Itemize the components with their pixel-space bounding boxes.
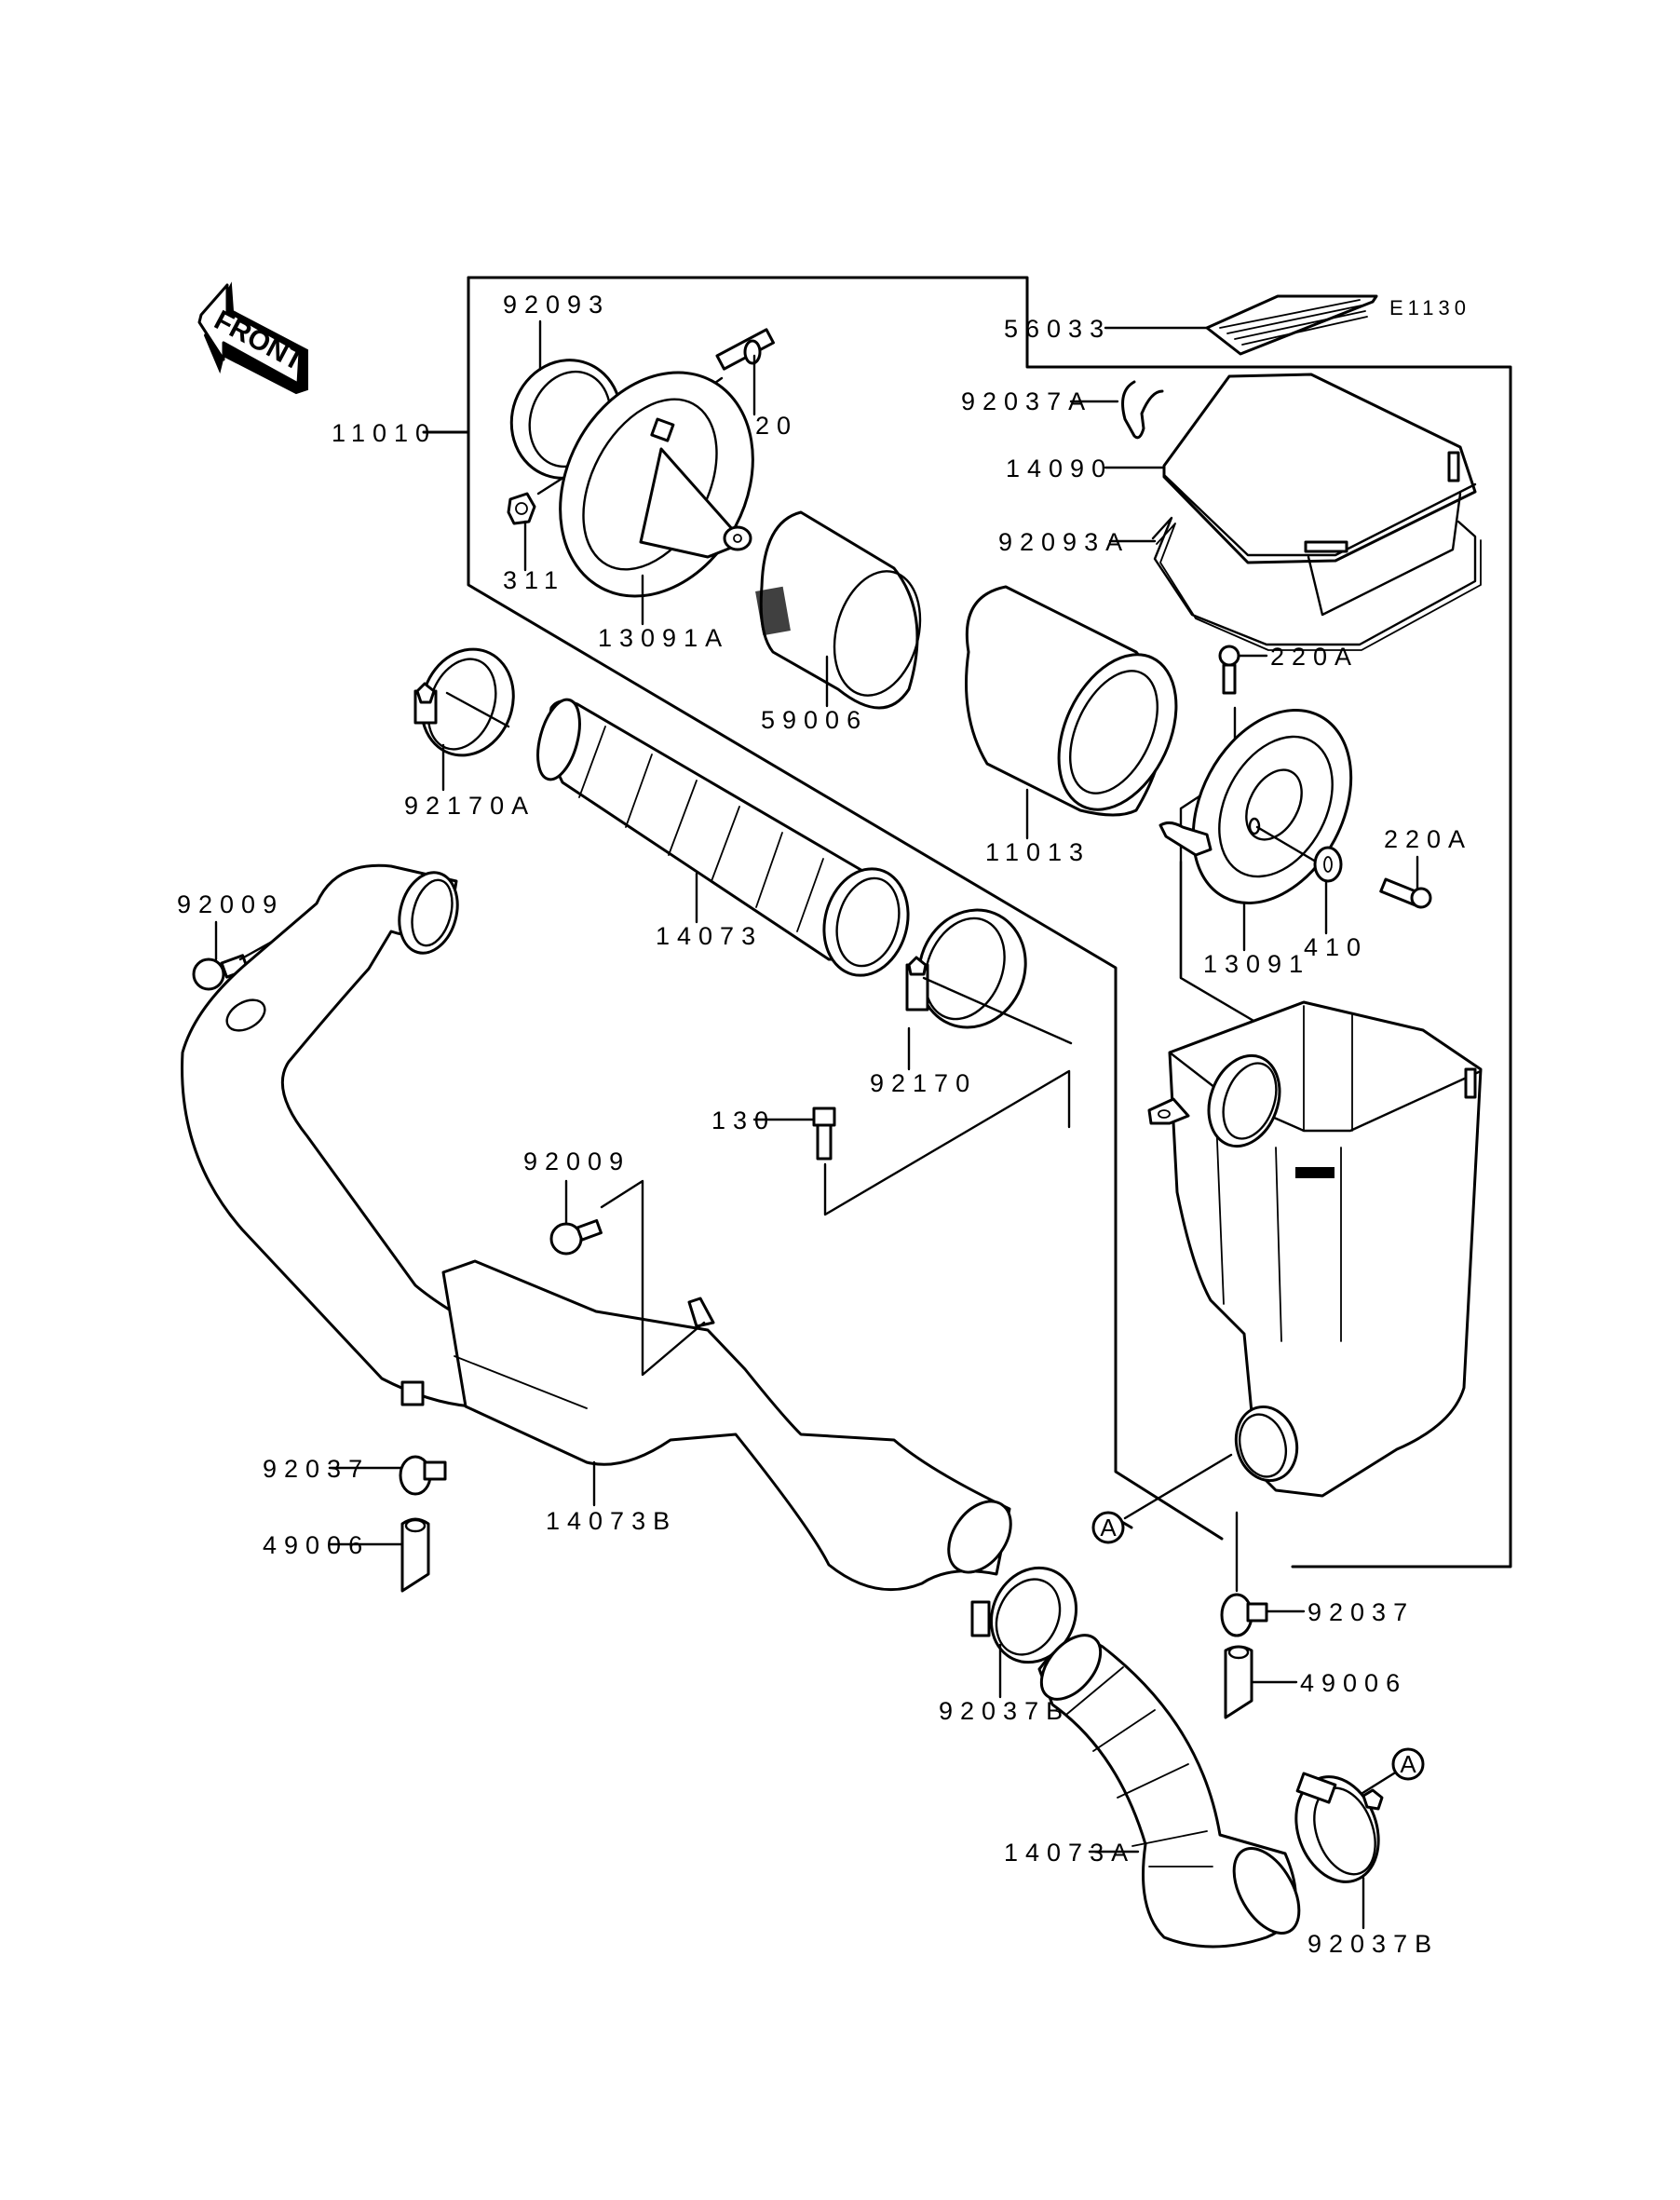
part-label-92170A: 92170A xyxy=(404,792,535,820)
callout-A-case: A xyxy=(1091,1453,1233,1544)
nut-311-icon xyxy=(507,492,536,525)
part-label-92009-top: 92009 xyxy=(177,890,284,918)
duct-14073-icon xyxy=(536,698,910,977)
part-label-49006-left: 49006 xyxy=(263,1531,370,1559)
inlet-duct-left-icon xyxy=(181,863,473,1408)
part-label-14073A: 14073A xyxy=(1004,1839,1135,1867)
foam-element-11013-icon xyxy=(965,585,1178,817)
drain-plug-49006-right-icon xyxy=(1224,1645,1253,1719)
bolt-130-icon xyxy=(812,1107,836,1161)
clamp-92037B-bottom-icon xyxy=(1294,1772,1384,1883)
mesh-pattern xyxy=(755,586,791,636)
clamp-92170A-icon xyxy=(413,647,515,757)
part-label-56033: 56033 xyxy=(1004,315,1111,343)
part-label-11010: 11010 xyxy=(332,419,437,447)
cap-14090-icon xyxy=(1162,373,1477,617)
part-label-11013: 11013 xyxy=(985,838,1091,866)
part-label-92009-mid: 92009 xyxy=(523,1148,630,1175)
duct-14073B-icon xyxy=(441,1259,1012,1592)
part-label-13091A: 13091A xyxy=(598,624,729,652)
part-label-14090: 14090 xyxy=(1006,455,1113,482)
clamp-92037B-mid-icon xyxy=(970,1566,1078,1664)
filter-element-59006-icon xyxy=(755,510,922,710)
washer-410-icon xyxy=(1313,846,1343,883)
part-label-14073B: 14073B xyxy=(546,1507,677,1535)
hose-clip-92037-right-icon xyxy=(1220,1593,1268,1637)
part-label-49006-right: 49006 xyxy=(1300,1669,1407,1697)
part-label-92037-right: 92037 xyxy=(1307,1598,1415,1626)
callout-letter: A xyxy=(1100,1514,1117,1541)
holder-plate-13091A-icon xyxy=(559,371,754,598)
drain-plug-49006-left-icon xyxy=(400,1517,430,1593)
part-label-92037A: 92037A xyxy=(961,387,1092,415)
part-label-220A-right: 220A xyxy=(1384,825,1472,853)
part-label-92093A: 92093A xyxy=(998,528,1130,556)
hose-clip-92037-left-icon xyxy=(399,1455,447,1496)
clip-92037A-icon xyxy=(1121,380,1164,440)
gasket-92093A-icon xyxy=(1151,516,1482,651)
part-label-14073: 14073 xyxy=(656,922,763,950)
bolt-220-icon xyxy=(715,328,775,371)
bolt-92009-mid-icon xyxy=(549,1218,603,1256)
screw-220A-top-icon xyxy=(1218,645,1240,695)
part-label-130: 130 xyxy=(711,1107,776,1134)
screw-220A-right-icon xyxy=(1379,877,1432,909)
part-label-220A-top: 220A xyxy=(1270,643,1359,671)
clamp-92170-icon xyxy=(905,908,1027,1029)
part-label-92037B-mid: 92037B xyxy=(939,1697,1070,1725)
label-plate-56033-icon xyxy=(1205,294,1378,356)
callout-A-clamp: A xyxy=(1335,1747,1425,1811)
part-label-13091: 13091 xyxy=(1203,950,1310,978)
elbow-duct-14073A-icon xyxy=(1037,1634,1301,1949)
part-label-92170: 92170 xyxy=(870,1069,977,1097)
part-label-92037B-bottom: 92037B xyxy=(1307,1930,1439,1958)
callout-letter: A xyxy=(1400,1750,1416,1778)
front-direction-arrow-icon: FRONT xyxy=(197,281,308,395)
part-label-59006: 59006 xyxy=(761,706,868,734)
diagram-reference-code: E1130 xyxy=(1389,296,1470,319)
holder-13091-icon xyxy=(1158,709,1353,904)
air-cleaner-case-icon xyxy=(1147,1000,1483,1498)
part-label-92037-left: 92037 xyxy=(263,1455,370,1483)
part-label-410: 410 xyxy=(1304,933,1368,961)
part-label-92093: 92093 xyxy=(503,291,610,319)
part-label-311: 311 xyxy=(503,566,565,594)
